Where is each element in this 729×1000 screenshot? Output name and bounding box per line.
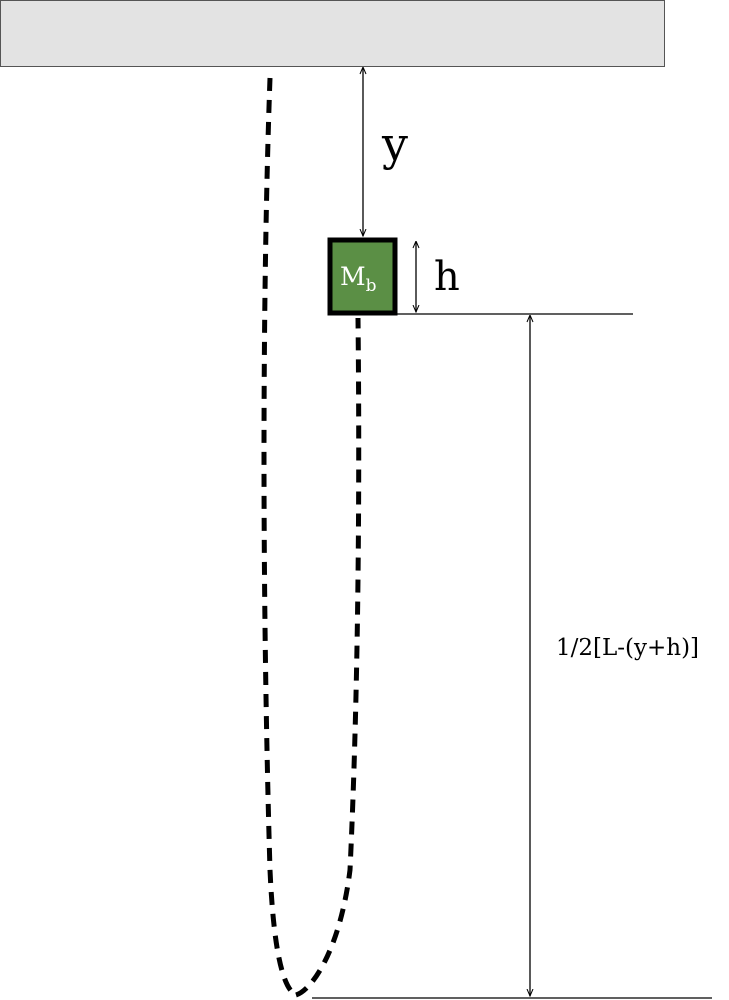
lower-length-label: 1/2[L-(y+h)] xyxy=(556,635,699,661)
mass-label-subscript: b xyxy=(366,276,377,296)
mass-label: Mb xyxy=(340,262,377,296)
mass-block xyxy=(327,237,398,316)
mass-label-main: M xyxy=(340,262,366,291)
y-label: y xyxy=(381,117,408,171)
h-label: h xyxy=(434,254,460,300)
chain-left-strand xyxy=(261,77,298,998)
chain-right-strand xyxy=(295,317,362,998)
ceiling-support xyxy=(0,0,665,67)
